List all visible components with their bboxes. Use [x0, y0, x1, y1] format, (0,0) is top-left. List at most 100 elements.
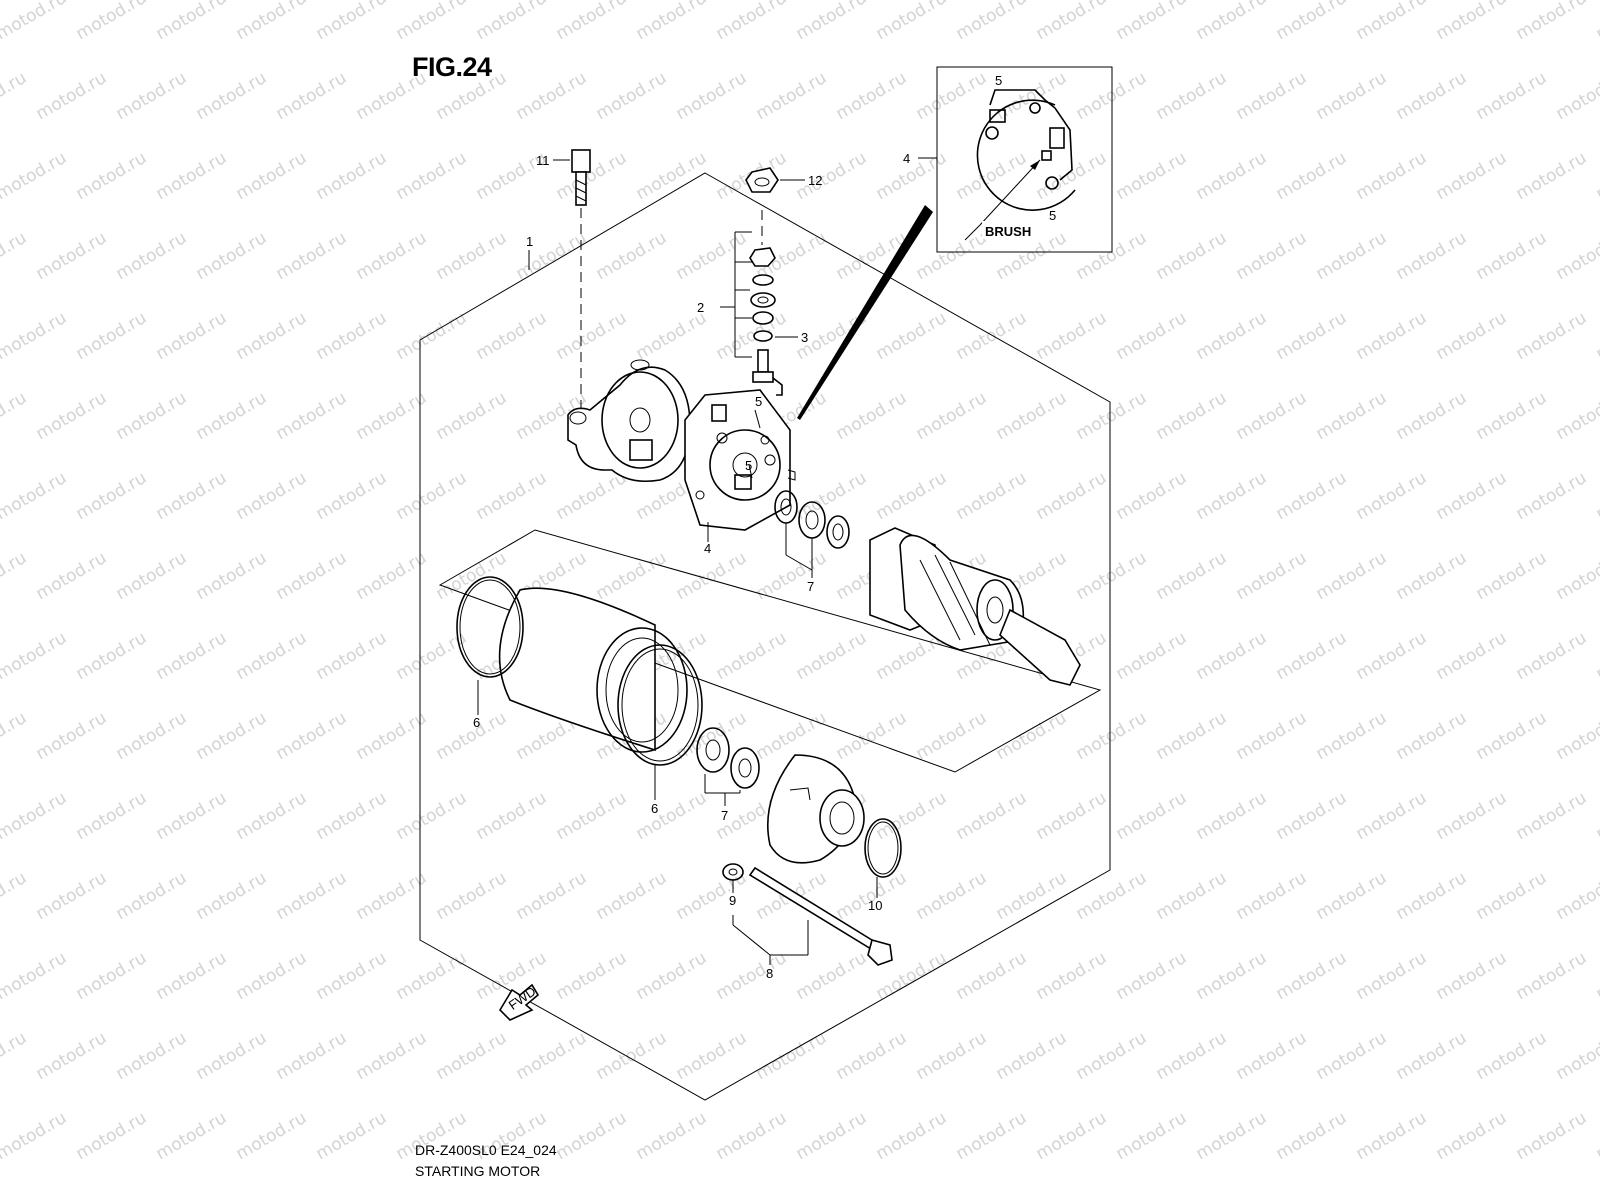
watermark-text: motod.ru [113, 548, 191, 604]
watermark-text: motod.ru [73, 148, 151, 204]
watermark-text: motod.ru [1273, 0, 1351, 44]
watermark-text: motod.ru [73, 0, 151, 44]
watermark-text: motod.ru [1593, 468, 1600, 524]
callout-9: 9 [729, 893, 736, 908]
watermark-text: motod.ru [553, 1108, 631, 1164]
watermark-text: motod.ru [113, 228, 191, 284]
watermark-text: motod.ru [1153, 1028, 1231, 1084]
watermark-text: motod.ru [1433, 468, 1511, 524]
part-10-o-ring [864, 818, 902, 878]
watermark-text: motod.ru [1473, 68, 1551, 124]
end-cover-housing [567, 359, 691, 483]
watermark-text: motod.ru [0, 148, 70, 204]
watermark-text: motod.ru [33, 228, 111, 284]
watermark-text: motod.ru [673, 868, 751, 924]
watermark-text: motod.ru [1273, 468, 1351, 524]
watermark-text: motod.ru [1393, 388, 1471, 444]
watermark-text: motod.ru [113, 868, 191, 924]
watermark-text: motod.ru [193, 68, 271, 124]
watermark-text: motod.ru [873, 308, 951, 364]
watermark-text: motod.ru [1593, 788, 1600, 844]
watermark-text: motod.ru [313, 628, 391, 684]
watermark-text: motod.ru [233, 948, 311, 1004]
callout-5-inset-top: 5 [995, 73, 1002, 88]
watermark-text: motod.ru [1153, 68, 1231, 124]
watermark-text: motod.ru [1193, 308, 1271, 364]
watermark-text: motod.ru [1193, 148, 1271, 204]
watermark-text: motod.ru [33, 708, 111, 764]
watermark-text: motod.ru [873, 148, 951, 204]
part-7-washers-lower [696, 727, 760, 789]
watermark-text: motod.ru [1273, 1108, 1351, 1164]
watermark-text: motod.ru [233, 0, 311, 44]
watermark-text: motod.ru [0, 548, 30, 604]
callout-4: 4 [704, 541, 711, 556]
watermark-text: motod.ru [1593, 1108, 1600, 1164]
watermark-text: motod.ru [1153, 548, 1231, 604]
watermark-text: motod.ru [993, 1028, 1071, 1084]
watermark-text: motod.ru [0, 68, 30, 124]
watermark-text: motod.ru [153, 0, 231, 44]
watermark-text: motod.ru [313, 948, 391, 1004]
watermark-text: motod.ru [1433, 948, 1511, 1004]
watermark-text: motod.ru [1393, 1028, 1471, 1084]
watermark-text: motod.ru [1233, 708, 1311, 764]
watermark-text: motod.ru [753, 548, 831, 604]
watermark-text: motod.ru [593, 1028, 671, 1084]
watermark-text: motod.ru [873, 0, 951, 44]
watermark-text: motod.ru [1593, 148, 1600, 204]
watermark-text: motod.ru [0, 628, 70, 684]
callout-8: 8 [766, 966, 773, 981]
watermark-text: motod.ru [1313, 388, 1391, 444]
watermark-text: motod.ru [1593, 948, 1600, 1004]
watermark-text: motod.ru [73, 948, 151, 1004]
watermark-text: motod.ru [673, 228, 751, 284]
watermark-text: motod.ru [1073, 1028, 1151, 1084]
watermark-text: motod.ru [393, 308, 471, 364]
watermark-text: motod.ru [353, 708, 431, 764]
watermark-text: motod.ru [0, 0, 70, 44]
watermark-text: motod.ru [273, 68, 351, 124]
watermark-text: motod.ru [633, 1108, 711, 1164]
watermark-text: motod.ru [1473, 548, 1551, 604]
watermark-text: motod.ru [353, 1028, 431, 1084]
watermark-text: motod.ru [1353, 468, 1431, 524]
watermark-text: motod.ru [353, 868, 431, 924]
watermark-text: motod.ru [1273, 948, 1351, 1004]
watermark-text: motod.ru [553, 308, 631, 364]
watermark-text: motod.ru [0, 388, 30, 444]
brush-label-box [982, 221, 1034, 239]
part-11-bolt [571, 149, 591, 410]
watermark-text: motod.ru [33, 1028, 111, 1084]
watermark-text: motod.ru [473, 308, 551, 364]
watermark-text: motod.ru [1553, 708, 1600, 764]
watermark-text: motod.ru [753, 1028, 831, 1084]
watermark-text: motod.ru [993, 68, 1071, 124]
watermark-text: motod.ru [1313, 228, 1391, 284]
watermark-text: motod.ru [993, 388, 1071, 444]
watermark-text: motod.ru [1353, 948, 1431, 1004]
watermark-text: motod.ru [1553, 868, 1600, 924]
watermark-text: motod.ru [1393, 68, 1471, 124]
yoke [498, 587, 688, 753]
watermark-text: motod.ru [953, 468, 1031, 524]
armature [869, 527, 1081, 686]
watermark-text: motod.ru [1193, 1108, 1271, 1164]
watermark-text: motod.ru [313, 788, 391, 844]
watermark-text: motod.ru [713, 1108, 791, 1164]
watermark-text: motod.ru [593, 868, 671, 924]
watermark-text: motod.ru [1113, 1108, 1191, 1164]
watermark-text: motod.ru [553, 788, 631, 844]
assembly-outline-frame [419, 172, 1111, 1101]
callout-5-plate-center: 5 [745, 458, 752, 473]
watermark-text: motod.ru [1553, 1028, 1600, 1084]
callout-7-lower: 7 [721, 808, 728, 823]
watermark-text: motod.ru [953, 788, 1031, 844]
watermark-text: motod.ru [153, 1108, 231, 1164]
watermark-text: motod.ru [1193, 468, 1271, 524]
watermark-text: motod.ru [833, 68, 911, 124]
watermark-text: motod.ru [753, 708, 831, 764]
callout-3: 3 [801, 330, 808, 345]
watermark-text: motod.ru [1593, 308, 1600, 364]
